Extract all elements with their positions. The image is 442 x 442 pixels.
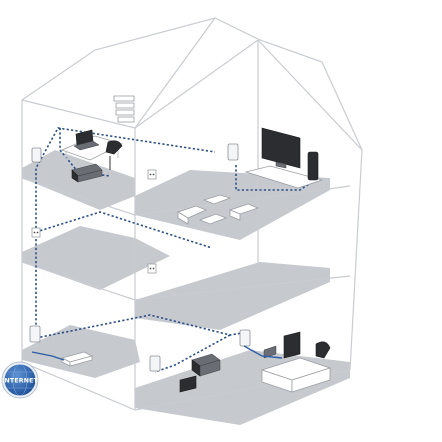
floor-middle-left (22, 226, 170, 290)
printer-icon (191, 353, 221, 377)
internet-label: INTERNET (2, 378, 38, 385)
device-cable (243, 345, 283, 359)
powerline-adapter-icon (149, 355, 161, 372)
shelf-icon (113, 95, 135, 123)
desk-icon (260, 357, 332, 393)
chair-icon (105, 140, 123, 170)
internet-cable (31, 351, 65, 361)
powerline-adapter-icon (239, 329, 251, 347)
wall-socket-icon (31, 227, 41, 238)
wall-socket-icon (147, 263, 157, 274)
printer-icon (71, 163, 103, 183)
speaker-icon (307, 151, 319, 181)
floor-top-right (135, 170, 330, 240)
floor-bottom-right (135, 350, 350, 425)
globe-icon: INTERNET (1, 361, 39, 399)
floor-bottom-left (22, 325, 140, 378)
tv-icon (244, 127, 324, 189)
laptop-icon (73, 129, 100, 151)
chair-icon (315, 341, 331, 359)
wall-socket-icon (147, 169, 157, 180)
laptop-icon (179, 375, 197, 393)
sofa-icon (177, 194, 260, 225)
monitor-icon (263, 331, 301, 359)
floor-middle-right (135, 262, 330, 330)
powerline-adapter-icon (31, 147, 42, 163)
powerline-adapter-icon (227, 143, 239, 161)
powerline-adapter-icon (29, 325, 41, 343)
